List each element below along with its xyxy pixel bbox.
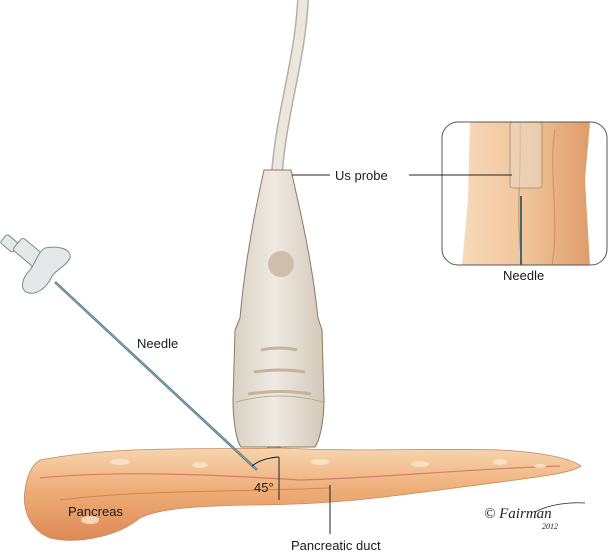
duct-label: Pancreatic duct — [291, 538, 381, 553]
inset-needle-label: Needle — [503, 268, 544, 283]
needle — [0, 234, 258, 471]
signature-text: © Fairman — [484, 506, 552, 522]
needle-hub — [0, 234, 71, 294]
inset-view — [441, 121, 608, 266]
ultrasound-probe — [232, 169, 325, 458]
angle-arc — [251, 456, 280, 467]
probe-label: Us probe — [335, 168, 388, 183]
artist-signature: © Fairman 2012 — [484, 502, 586, 531]
pancreas — [23, 447, 582, 541]
probe-button — [268, 251, 294, 277]
needle-label: Needle — [137, 336, 178, 351]
pancreas-label: Pancreas — [68, 504, 123, 519]
signature-year: 2012 — [542, 522, 558, 531]
angle-label: 45° — [254, 480, 274, 495]
